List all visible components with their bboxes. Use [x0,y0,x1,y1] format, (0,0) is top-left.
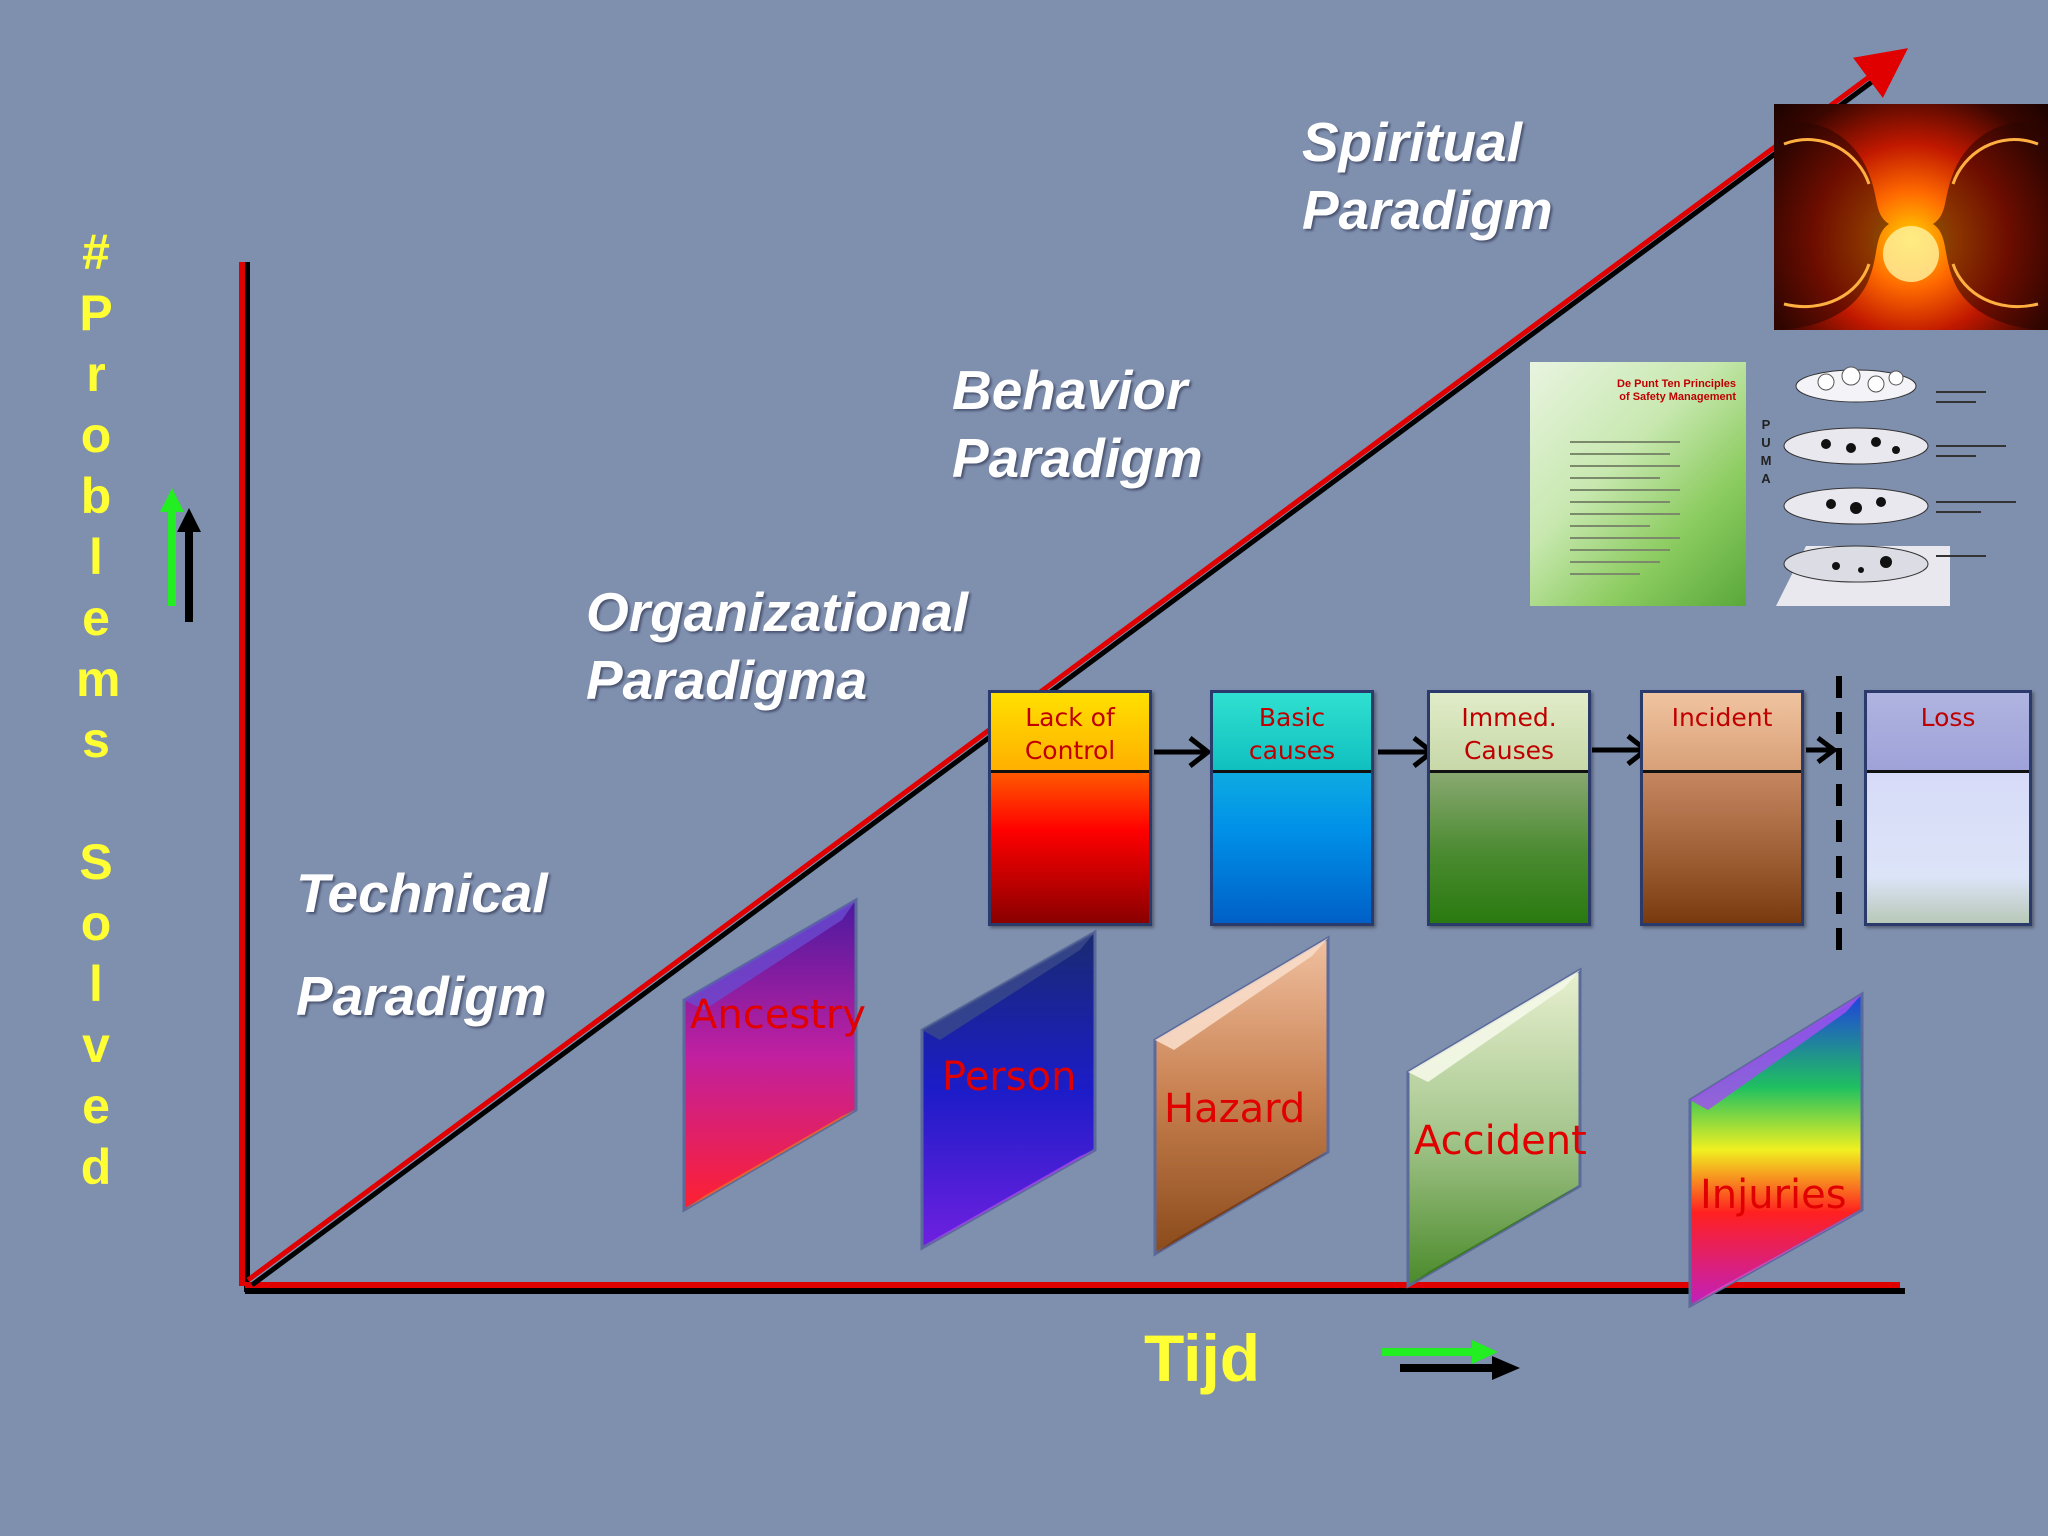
tile-label-injuries: Injuries [1700,1172,1847,1218]
technical-paradigm-label: Technical Paradigm [296,842,548,1048]
tile-label-person: Person [942,1054,1077,1100]
spiritual-heads-image [1774,104,2048,330]
y-letter: d [80,1139,112,1195]
y-letter: v [82,1017,110,1073]
chain-box-lack-of-control: Lack of Control [988,690,1152,926]
y-letter: s [82,712,110,768]
organizational-paradigm-label: Organizational Paradigma [586,578,968,714]
tile-ancestry [682,897,858,1213]
chain-box-header: Incident [1643,693,1801,773]
tile-label-accident: Accident [1414,1118,1587,1164]
chain-label-line1: Lack of [1025,703,1115,732]
behavior-paradigm-label: Behavior Paradigm [952,356,1203,492]
chain-box-header: Basic causes [1213,693,1371,773]
spiritual-paradigm-label: Spiritual Paradigm [1302,108,1553,244]
puma-letters: P U M A [1760,416,1772,488]
y-letter: r [86,346,106,402]
tile-person [920,929,1097,1251]
chain-box-header: Immed. Causes [1430,693,1588,773]
spiritual-line2: Paradigm [1302,179,1553,241]
chain-label-line2: Control [1024,736,1116,765]
y-letter: l [89,529,103,585]
puma-letter: U [1761,435,1771,450]
y-letter: o [80,895,112,951]
chain-label-line2: Causes [1463,736,1555,765]
y-letter: l [89,956,103,1012]
tile-accident [1406,967,1582,1289]
chain-box-basic-causes: Basic causes [1210,690,1374,926]
tile-hazard [1153,935,1330,1257]
chain-box-loss: Loss [1864,690,2032,926]
chain-box-incident: Incident [1640,690,1804,926]
y-letter: m [76,651,121,707]
chain-label-line2: causes [1248,736,1336,765]
tile-label-ancestry: Ancestry [690,992,866,1038]
chain-label-line1: Basic [1258,703,1326,732]
technical-line1: Technical [296,862,548,924]
puma-letter: M [1760,453,1772,468]
behavior-line1: Behavior [952,359,1188,421]
tile-injuries [1688,991,1864,1309]
spiritual-line1: Spiritual [1302,111,1523,173]
organizational-line1: Organizational [586,581,968,643]
technical-line2: Paradigm [296,965,547,1027]
y-letter: o [80,407,112,463]
puma-letter: P [1761,417,1771,432]
chain-box-header: Lack of Control [991,693,1149,773]
y-letter: e [82,590,110,646]
y-letter: b [80,468,112,524]
puma-diagram-thumbnail: P U M A [1756,356,2048,606]
diagonal-line [246,48,1909,1283]
chain-box-immed-causes: Immed. Causes [1427,690,1591,926]
puma-letter: A [1761,471,1771,486]
y-axis-hash: # [82,224,110,280]
document-lines-icon [1570,441,1680,575]
y-letter: S [79,834,113,890]
x-axis-label: Tijd [1144,1321,1261,1395]
green-document-thumbnail: De Punt Ten Principles of Safety Managem… [1530,362,1746,606]
y-axis-label: # P r o b l e m s S o l v e d [76,222,121,1198]
green-doc-title: De Punt Ten Principles of Safety Managem… [1617,378,1736,403]
organizational-line2: Paradigma [586,649,868,711]
chain-box-header: Loss [1867,693,2029,773]
glowing-heads-icon [1774,121,2048,330]
tile-label-hazard: Hazard [1164,1086,1306,1132]
diagonal-shadow [250,61,1898,1288]
y-letter: P [79,285,113,341]
chain-label-line1: Loss [1920,703,1976,732]
y-letter: e [82,1078,110,1134]
chain-label-line1: Immed. [1461,703,1557,732]
behavior-line2: Paradigm [952,427,1203,489]
layered-discs-icon [1776,366,2016,606]
chain-label-line1: Incident [1671,703,1773,732]
